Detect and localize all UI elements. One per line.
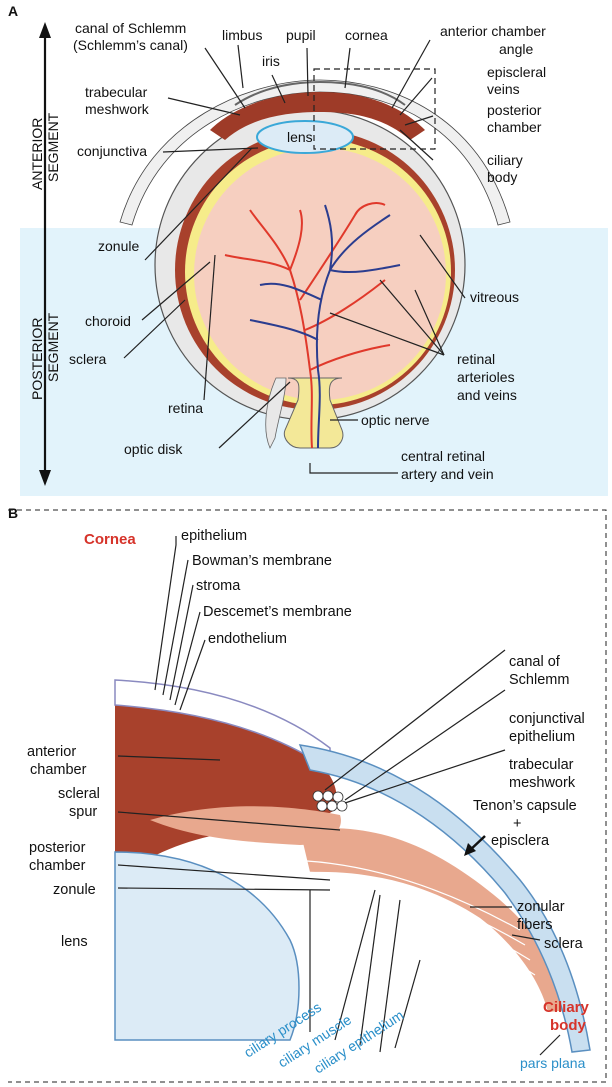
label-trabecular-2: meshwork (85, 101, 150, 117)
canal-of-schlemm-cells (313, 791, 347, 811)
label-endothelium: endothelium (208, 631, 287, 647)
label-optic-nerve: optic nerve (361, 412, 430, 428)
panel-a-letter: A (8, 3, 18, 19)
label-trabecular-2: meshwork (509, 775, 576, 791)
panel-b-letter: B (8, 505, 18, 521)
label-limbus: limbus (222, 27, 262, 43)
label-episcleral-1: episcleral (487, 64, 546, 80)
label-tenon-1: Tenon’s capsule (473, 798, 577, 814)
title-ciliary-body-2: body (550, 1017, 586, 1034)
label-trabecular-1: trabecular (509, 757, 574, 773)
label-retina: retina (168, 400, 203, 416)
label-zonule: zonule (98, 238, 139, 254)
label-vitreous: vitreous (470, 289, 519, 305)
label-lens: lens (287, 129, 313, 145)
label-anterior-chamber-angle-2: angle (499, 41, 533, 57)
label-lens: lens (61, 934, 88, 950)
label-cornea: cornea (345, 27, 388, 43)
label-central-retinal-1: central retinal (401, 448, 485, 464)
panel-a: A ANTERIOR SEGMENT POSTERIOR SEGMENT (8, 3, 608, 496)
label-ciliary-body-2: body (487, 169, 517, 185)
label-retinal-1: retinal (457, 351, 495, 367)
label-scleral-spur-1: scleral (58, 786, 100, 802)
posterior-segment-label-2: SEGMENT (45, 312, 61, 382)
label-epithelium: epithelium (181, 528, 247, 544)
label-retinal-3: and veins (457, 387, 517, 403)
label-anterior-chamber-angle-1: anterior chamber (440, 23, 546, 39)
label-canal-of-schlemm-2: (Schlemm’s canal) (73, 37, 188, 53)
label-posterior-chamber-1: posterior (487, 102, 542, 118)
label-scleral-spur-2: spur (69, 804, 97, 820)
label-conjunctival-epithelium-1: conjunctival (509, 711, 585, 727)
label-sclera: sclera (69, 351, 107, 367)
label-stroma: stroma (196, 578, 241, 594)
anterior-segment-label-1: ANTERIOR (29, 118, 45, 190)
label-conjunctiva: conjunctiva (77, 143, 147, 159)
label-central-retinal-2: artery and vein (401, 466, 494, 482)
label-sclera: sclera (544, 936, 584, 952)
label-anterior-chamber-2: chamber (30, 762, 87, 778)
posterior-segment-label-1: POSTERIOR (29, 318, 45, 400)
label-canal-of-schlemm-2: Schlemm (509, 672, 569, 688)
label-episcleral-2: veins (487, 81, 520, 97)
vitreous-body (194, 148, 446, 400)
label-zonule: zonule (53, 882, 96, 898)
label-zonular-fibers-2: fibers (517, 917, 552, 933)
title-ciliary-body-1: Ciliary (543, 999, 590, 1016)
anterior-segment-label-2: SEGMENT (45, 112, 61, 182)
lens-tissue (115, 852, 299, 1040)
anterior-chamber-tissue (115, 698, 337, 880)
label-ciliary-body-1: ciliary (487, 152, 523, 168)
panel-b: B (8, 505, 606, 1082)
label-canal-of-schlemm-1: canal of Schlemm (75, 20, 186, 36)
label-conjunctival-epithelium-2: epithelium (509, 729, 575, 745)
label-posterior-chamber-1: posterior (29, 840, 86, 856)
label-trabecular-1: trabecular (85, 84, 148, 100)
label-posterior-chamber-2: chamber (29, 858, 86, 874)
label-zonular-fibers-1: zonular (517, 899, 565, 915)
label-descemets-membrane: Descemet’s membrane (203, 604, 352, 620)
label-posterior-chamber-2: chamber (487, 119, 542, 135)
label-pupil: pupil (286, 27, 316, 43)
label-choroid: choroid (85, 313, 131, 329)
label-tenon-3: episclera (491, 833, 550, 849)
label-bowmans-membrane: Bowman’s membrane (192, 553, 332, 569)
label-iris: iris (262, 53, 280, 69)
label-tenon-2: + (513, 816, 521, 832)
label-optic-disk: optic disk (124, 441, 183, 457)
label-pars-plana: pars plana (520, 1055, 586, 1071)
label-retinal-2: arterioles (457, 369, 515, 385)
label-canal-of-schlemm-1: canal of (509, 654, 561, 670)
title-cornea: Cornea (84, 531, 136, 548)
label-anterior-chamber-1: anterior (27, 744, 76, 760)
